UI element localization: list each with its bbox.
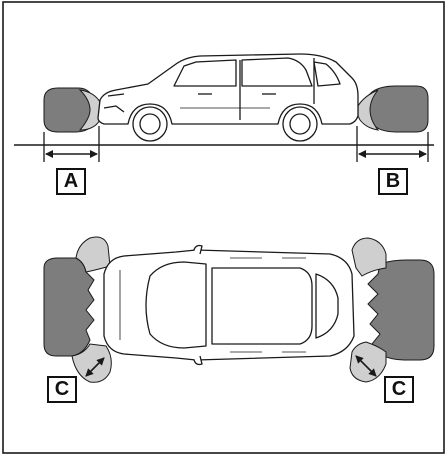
car-side (97, 53, 359, 142)
label-c-rear: C (384, 376, 414, 403)
label-b: B (378, 168, 408, 195)
front-corner-zone-top (75, 236, 111, 273)
car-top (103, 244, 355, 366)
rear-sensor-zone-side (355, 85, 429, 133)
rear-corner-zone-bottom (349, 341, 387, 383)
side-view (14, 53, 434, 162)
label-a: A (56, 168, 86, 195)
front-sensor-zone-side (43, 87, 105, 133)
rear-corner-zone-top (351, 237, 387, 277)
label-c-front: C (47, 376, 77, 403)
front-corner-range-arrow (85, 357, 105, 377)
frame-border (2, 1, 445, 454)
rear-sensor-zone-top (367, 259, 435, 361)
rear-corner-range-arrow (355, 355, 377, 377)
front-sensor-zone-top (43, 257, 95, 357)
top-view (43, 236, 435, 383)
